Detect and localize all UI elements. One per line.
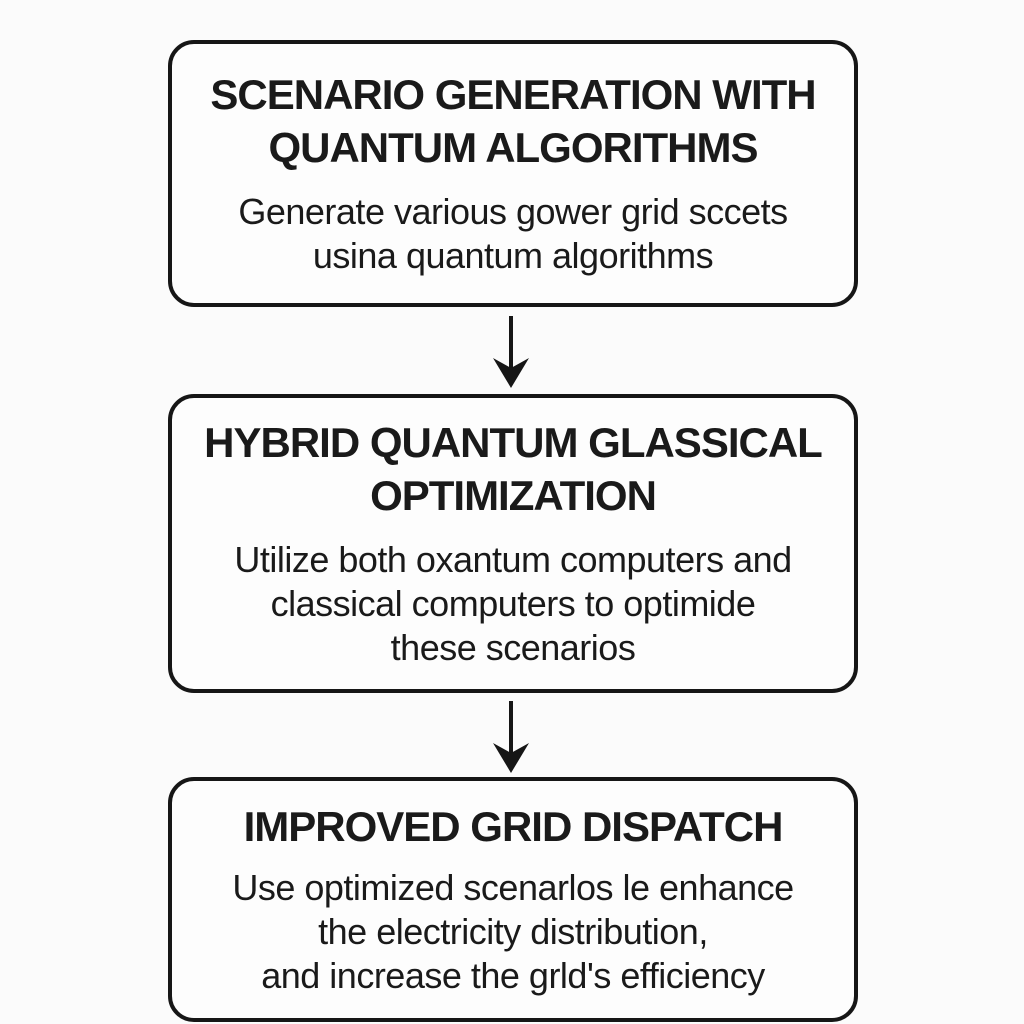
- step-1-description-line-1: Generate various gower grid sccets: [238, 191, 788, 233]
- step-2-title-line-1: HYBRID QUANTUM GLASSICAL: [204, 419, 823, 467]
- step-3-description-line-3: and increase the grld's efficiency: [261, 955, 765, 997]
- step-3-description-line-2: the electricity distribution,: [318, 911, 708, 953]
- step-1-description: Generate various gower grid sccets usina…: [238, 190, 788, 278]
- step-2-description-line-3: these scenarios: [390, 626, 636, 668]
- flow-step-improved-dispatch: IMPROVED GRID DISPATCH Use optimized sce…: [168, 777, 858, 1022]
- step-2-description: Utilize both oxantum computers and class…: [234, 538, 792, 670]
- step-3-description-line-1: Use optimized scenarlos le enhance: [232, 867, 794, 909]
- step-2-title: HYBRID QUANTUM GLASSICAL OPTIMIZATION: [204, 417, 823, 522]
- step-1-title-line-1: SCENARIO GENERATION WITH: [210, 71, 816, 119]
- flow-step-hybrid-optimization: HYBRID QUANTUM GLASSICAL OPTIMIZATION Ut…: [168, 394, 858, 693]
- arrow-down-icon: [493, 316, 529, 388]
- step-1-title-line-2: QUANTUM ALGORITHMS: [268, 123, 758, 171]
- step-2-title-line-2: OPTIMIZATION: [370, 471, 657, 519]
- arrow-down-icon: [493, 701, 529, 773]
- step-1-description-line-2: usina quantum algorithms: [312, 235, 714, 276]
- step-2-description-line-2: classical computers to optimide: [270, 583, 756, 625]
- step-2-description-line-1: Utilize both oxantum computers and: [234, 539, 792, 581]
- step-3-title: IMPROVED GRID DISPATCH: [243, 801, 784, 854]
- step-3-description: Use optimized scenarlos le enhance the e…: [232, 866, 794, 998]
- flow-step-scenario-generation: SCENARIO GENERATION WITH QUANTUM ALGORIT…: [168, 40, 858, 307]
- step-3-title-line-1: IMPROVED GRID DISPATCH: [243, 802, 784, 850]
- step-1-title: SCENARIO GENERATION WITH QUANTUM ALGORIT…: [210, 69, 816, 174]
